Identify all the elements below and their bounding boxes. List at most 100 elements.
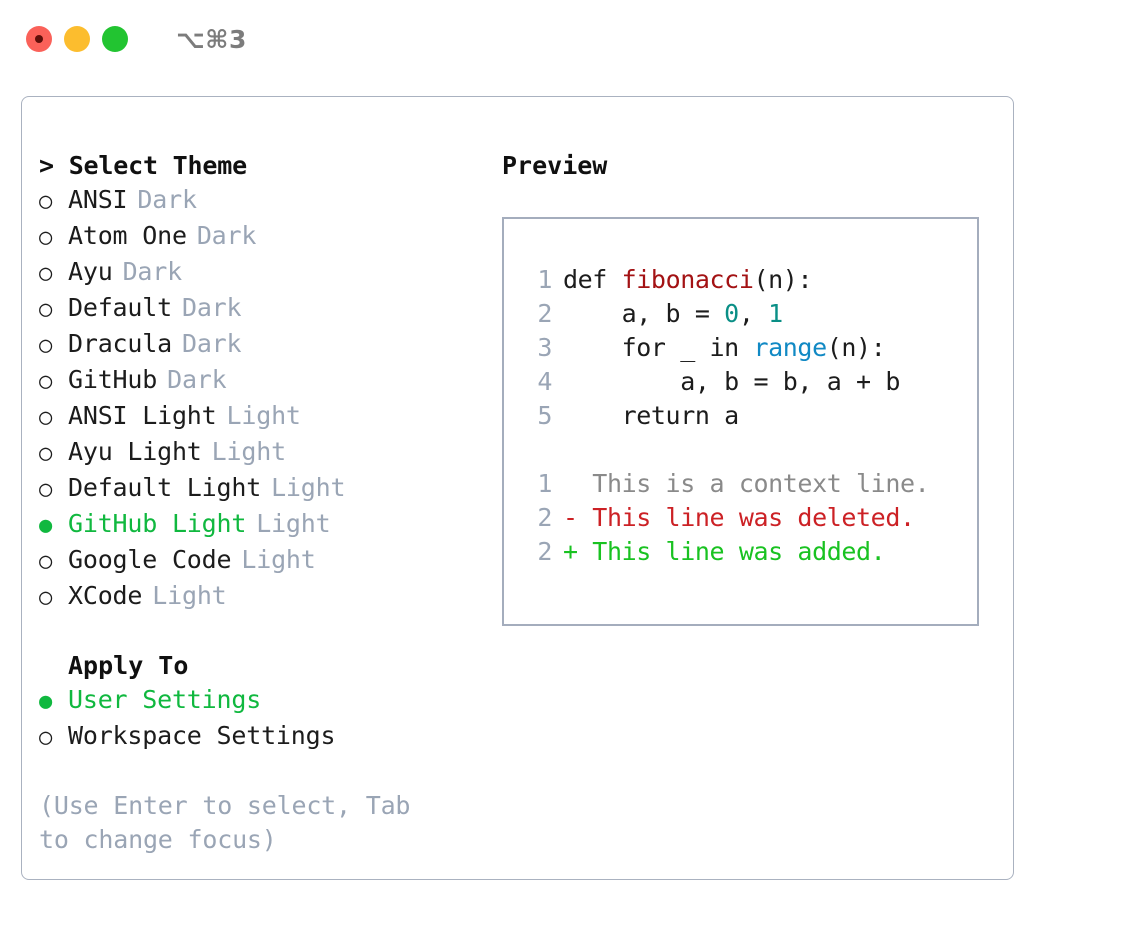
code-line-number: 2 — [537, 299, 552, 328]
apply-to-option-label: Workspace Settings — [68, 721, 336, 750]
radio-unselected-icon: ○ — [39, 189, 53, 214]
theme-option[interactable]: ○ Default Dark — [39, 291, 502, 327]
diff-line: 1 This is a context line. — [522, 467, 977, 501]
theme-option-kind: Light — [152, 581, 227, 610]
apply-to-list[interactable]: ● User Settings ○Workspace Settings — [39, 683, 502, 755]
radio-unselected-icon: ○ — [39, 585, 53, 610]
apply-to-option-label: User Settings — [68, 685, 262, 714]
code-token-plain: , — [738, 299, 769, 328]
radio-unselected-icon: ○ — [39, 369, 53, 394]
theme-option-kind: Dark — [122, 257, 183, 286]
code-line-text: def fibonacci(n): — [563, 263, 812, 297]
titlebar: ⌥⌘3 — [0, 0, 1140, 78]
code-line: 5 return a — [522, 399, 977, 433]
code-line-number: 5 — [537, 401, 552, 430]
titlebar-shortcut-label: ⌥⌘3 — [176, 24, 247, 54]
minimize-button[interactable] — [64, 26, 90, 52]
theme-option-kind: Dark — [137, 185, 197, 214]
code-line-text: return a — [563, 399, 740, 433]
code-token-func: fibonacci — [621, 265, 754, 294]
diff-sample: 1 This is a context line.2- This line wa… — [522, 467, 977, 569]
code-token-num: 0 — [724, 299, 739, 328]
theme-option-kind: Dark — [167, 365, 227, 394]
theme-option-kind: Light — [271, 473, 346, 502]
theme-option[interactable]: ○ Default Light Light — [39, 471, 502, 507]
spacer-after-apply-to — [39, 755, 502, 789]
close-button[interactable] — [26, 26, 52, 52]
diff-line-number: 2 — [537, 503, 552, 532]
diff-line-text-context: This is a context line. — [563, 469, 930, 498]
theme-option-label: ANSI — [68, 185, 128, 214]
theme-option-label: Default — [68, 293, 172, 322]
apply-to-heading: Apply To — [68, 651, 189, 680]
code-line-text: for _ in range(n): — [563, 331, 886, 365]
code-line-number: 3 — [537, 333, 552, 362]
code-line: 3 for _ in range(n): — [522, 331, 977, 365]
theme-option-kind: Light — [256, 509, 331, 538]
code-token-plain: return a — [563, 401, 740, 430]
radio-unselected-icon: ○ — [39, 405, 53, 430]
code-line: 2 a, b = 0, 1 — [522, 297, 977, 331]
code-line-number: 4 — [537, 367, 552, 396]
theme-option-kind: Light — [211, 437, 286, 466]
keyboard-hint-text: (Use Enter to select, Tab to change focu… — [39, 791, 411, 854]
diff-line-text-added: + This line was added. — [563, 537, 886, 566]
apply-to-option[interactable]: ○Workspace Settings — [39, 719, 502, 755]
radio-selected-icon: ● — [39, 513, 53, 538]
code-line: 4 a, b = b, a + b — [522, 365, 977, 399]
theme-option-kind: Dark — [181, 293, 242, 322]
apply-to-option[interactable]: ● User Settings — [39, 683, 502, 719]
select-theme-heading: > Select Theme — [39, 151, 247, 180]
radio-unselected-icon: ○ — [39, 333, 53, 358]
code-token-plain: for _ in — [563, 333, 754, 362]
code-token-plain: a, b = b, a + b — [563, 367, 900, 396]
code-token-plain: def — [563, 265, 622, 294]
theme-option-label: Atom One — [68, 221, 187, 250]
preview-heading: Preview — [502, 151, 608, 180]
code-token-plain: (n): — [826, 333, 886, 362]
theme-option-kind: Dark — [196, 221, 257, 250]
window-controls — [26, 26, 128, 52]
code-token-plain: a, b = — [563, 299, 725, 328]
diff-line-text-deleted: - This line was deleted. — [563, 503, 915, 532]
radio-unselected-icon: ○ — [39, 441, 53, 466]
code-line-text: a, b = 0, 1 — [563, 297, 784, 331]
theme-option[interactable]: ○ Atom One Dark — [39, 219, 502, 255]
spacer-after-themes — [39, 615, 502, 649]
theme-option-label: Default Light — [68, 473, 262, 502]
theme-option[interactable]: ○ Google Code Light — [39, 543, 502, 579]
radio-unselected-icon: ○ — [39, 549, 53, 574]
radio-unselected-icon: ○ — [39, 477, 53, 502]
radio-unselected-icon: ○ — [39, 297, 53, 322]
theme-option[interactable]: ○ Ayu Light Light — [39, 435, 502, 471]
code-line-text: a, b = b, a + b — [563, 365, 900, 399]
code-token-num: 1 — [768, 299, 783, 328]
code-token-plain: (n): — [753, 265, 813, 294]
code-line-number: 1 — [537, 265, 552, 294]
code-token-call: range — [753, 333, 827, 362]
theme-option-label: Ayu Light — [68, 437, 202, 466]
code-diff-separator — [522, 433, 977, 467]
radio-unselected-icon: ○ — [39, 225, 53, 250]
theme-option[interactable]: ○ ANSI Dark — [39, 183, 502, 219]
theme-option-label: Google Code — [68, 545, 232, 574]
diff-line-number: 1 — [537, 469, 552, 498]
theme-option-kind: Dark — [181, 329, 242, 358]
theme-option-label: ANSI Light — [68, 401, 217, 430]
maximize-button[interactable] — [102, 26, 128, 52]
radio-selected-icon: ● — [39, 689, 53, 714]
theme-option-kind: Light — [241, 545, 316, 574]
theme-option-label: Ayu — [68, 257, 113, 286]
